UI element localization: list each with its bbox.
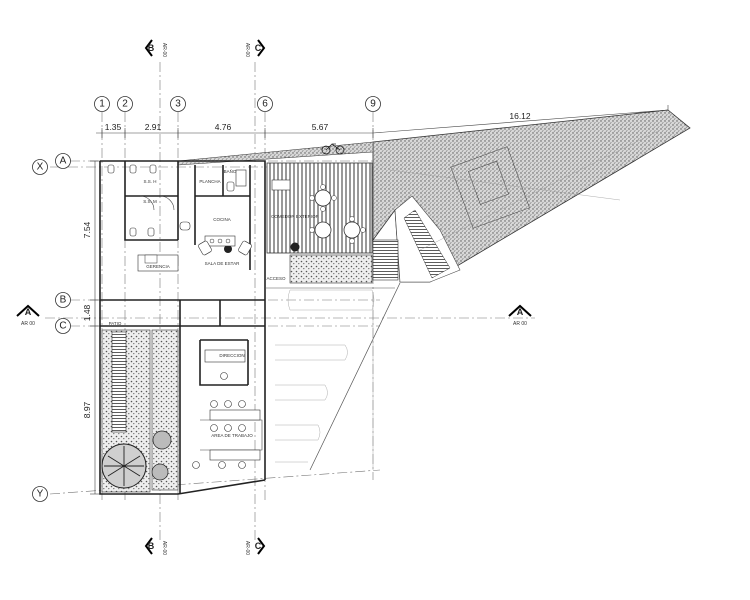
- terrace-deck: [266, 162, 373, 254]
- grid-bubble-a: A: [55, 153, 71, 169]
- dim-16-12: 16.12: [509, 111, 531, 121]
- svg-text:AR-00: AR-00: [161, 43, 167, 57]
- office-desks: [204, 349, 261, 461]
- grid-bubble-3: 3: [170, 96, 186, 112]
- toilet-fixtures: [107, 164, 235, 237]
- svg-text:2: 2: [122, 99, 128, 110]
- kitchen-counter: [204, 169, 247, 247]
- section-marker-a-right: A AR 00: [508, 304, 532, 327]
- room-label-ss-h: S.S. H: [143, 179, 156, 184]
- svg-text:AR-00: AR-00: [244, 541, 250, 555]
- svg-text:B: B: [148, 541, 155, 551]
- potted-plant-icon: [224, 242, 300, 253]
- svg-text:AR 00: AR 00: [513, 321, 527, 327]
- svg-text:1: 1: [99, 99, 105, 110]
- room-label-plancha: PLANCHA: [199, 179, 220, 184]
- section-marker-b-top: B AR-00: [144, 39, 167, 57]
- svg-text:A: A: [60, 156, 67, 167]
- svg-text:B: B: [60, 295, 67, 306]
- dim-1-35: 1.35: [105, 122, 122, 132]
- svg-text:3: 3: [175, 99, 181, 110]
- dim-1-48: 1.48: [82, 304, 92, 321]
- office-chairs: [192, 372, 246, 469]
- section-marker-a-left: A AR 00: [16, 304, 40, 327]
- grid-bubble-6: 6: [257, 96, 273, 112]
- svg-text:X: X: [37, 162, 44, 173]
- section-marker-c-top: C AR-00: [244, 39, 266, 57]
- svg-text:B: B: [148, 43, 155, 53]
- svg-text:AR 00: AR 00: [21, 321, 35, 327]
- room-label-comedor: COMEDOR EXTERIOR: [271, 214, 320, 219]
- dim-7-54: 7.54: [82, 221, 92, 238]
- dim-2-91: 2.91: [145, 122, 162, 132]
- wall-exterior-north: [100, 160, 266, 163]
- grid-bubble-9: 9: [365, 96, 381, 112]
- svg-text:AR-00: AR-00: [244, 43, 250, 57]
- interior-walls-upper: [100, 161, 265, 327]
- wall-exterior-west: [99, 161, 266, 495]
- room-label-sala-estar: SALA DE ESTAR: [205, 261, 240, 266]
- room-label-gerencia: GERENCIA: [146, 264, 170, 269]
- axis-bubble-x: X: [32, 159, 48, 175]
- bicycle-icon: [321, 143, 345, 155]
- svg-text:AR-00: AR-00: [161, 541, 167, 555]
- svg-text:C: C: [255, 541, 262, 551]
- shrub-icon: [151, 430, 172, 481]
- svg-text:9: 9: [370, 99, 376, 110]
- room-label-acceso: ACCESO: [266, 276, 286, 281]
- west-stairs: [111, 331, 127, 433]
- room-label-area-trabajo: AREA DE TRABAJO: [211, 433, 253, 438]
- dim-4-76: 4.76: [215, 122, 232, 132]
- room-label-patio: PATIO: [109, 321, 122, 326]
- paving-pattern: [389, 129, 661, 251]
- room-label-ss-m: S.S. M: [143, 199, 157, 204]
- svg-text:A: A: [517, 307, 524, 317]
- living-room-furniture: [137, 240, 252, 272]
- central-garden-strip: [151, 329, 179, 491]
- svg-text:C: C: [59, 321, 66, 332]
- section-marker-b-bottom: B AR-00: [144, 537, 167, 555]
- grid-bubble-b: B: [55, 292, 71, 308]
- outdoor-tables: [271, 179, 366, 244]
- room-label-bano: BAÑO: [224, 168, 237, 174]
- grid-bubble-2: 2: [117, 96, 133, 112]
- ramp-stairs: [403, 209, 451, 279]
- svg-text:Y: Y: [37, 489, 44, 500]
- room-label-direccion: DIRECCION: [219, 353, 244, 358]
- room-label-cocina: COCINA: [213, 217, 231, 222]
- tree-icon: [101, 443, 147, 489]
- svg-text:6: 6: [262, 99, 268, 110]
- dim-8-97: 8.97: [82, 401, 92, 418]
- axis-bubble-y: Y: [32, 486, 48, 502]
- terrace-steps: [372, 239, 399, 281]
- section-marker-c-bottom: C AR-00: [244, 537, 266, 555]
- parking-outline: [265, 282, 401, 471]
- dimension-line-top: [96, 105, 669, 138]
- grid-bubble-1: 1: [94, 96, 110, 112]
- dimension-line-left: [90, 160, 100, 495]
- grid-bubble-c: C: [55, 318, 71, 334]
- svg-text:A: A: [25, 307, 32, 317]
- dim-5-67: 5.67: [312, 122, 329, 132]
- svg-text:C: C: [255, 43, 262, 53]
- terrace-planter: [289, 254, 373, 284]
